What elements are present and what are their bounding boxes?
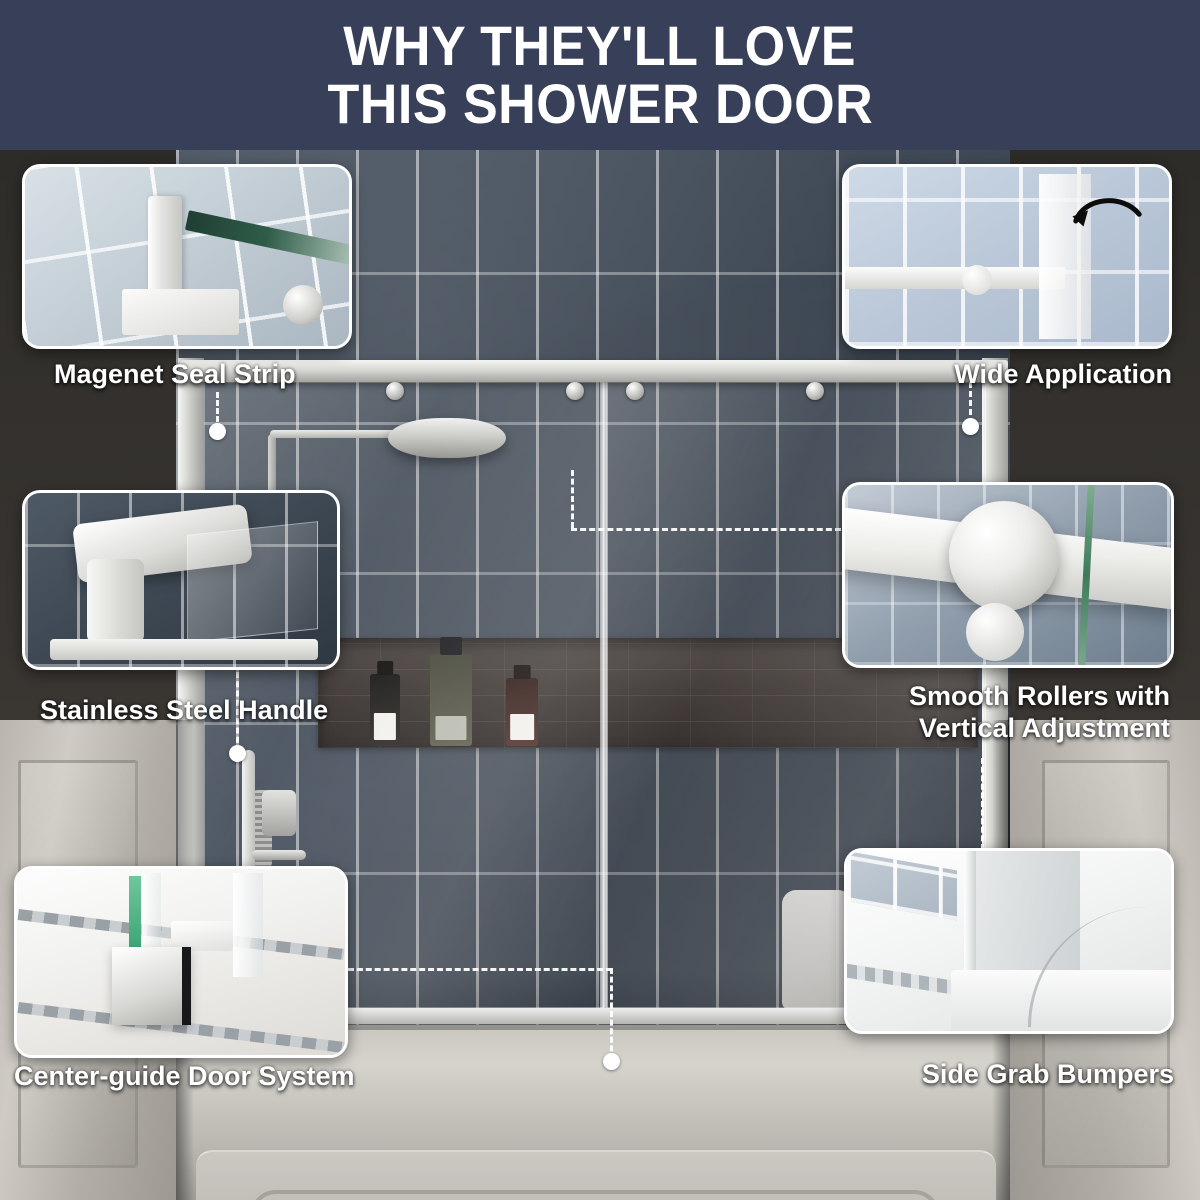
- feature-label-side-grab-bumpers: Side Grab Bumpers: [921, 1059, 1174, 1089]
- magnet-seal-strip-photo: [25, 167, 349, 346]
- leader-dot-center-guide: [603, 1053, 620, 1070]
- page-header: WHY THEY'LL LOVE THIS SHOWER DOOR: [0, 0, 1200, 150]
- roller-knob: [283, 284, 324, 325]
- callout-card-center-guide-system[interactable]: [14, 866, 348, 1058]
- glass-panel-clear: [141, 872, 162, 959]
- glass-green-edge: [128, 876, 141, 955]
- shower-head: [388, 418, 506, 458]
- toilet: [782, 890, 852, 1010]
- bottle-cap: [377, 661, 393, 675]
- callout-card-side-grab-bumpers[interactable]: [844, 848, 1174, 1034]
- seal-base-block: [122, 288, 239, 336]
- feature-label-magnet-seal-strip: Magenet Seal Strip: [54, 359, 296, 389]
- tub-spout: [252, 850, 306, 860]
- roller-wheel-lower: [965, 603, 1024, 662]
- top-rail: [180, 360, 1008, 382]
- handle-post: [87, 559, 144, 643]
- bottle-label: [373, 712, 397, 740]
- rail-knob: [961, 265, 992, 296]
- roller-dot: [386, 382, 404, 400]
- center-guide-block: [112, 947, 191, 1026]
- feature-label-stainless-steel-handle: Stainless Steel Handle: [40, 695, 329, 725]
- side-grab-bumpers-photo: [847, 851, 1171, 1031]
- bottle-cap: [513, 665, 531, 679]
- tile-wall-detail: [847, 851, 958, 921]
- callout-card-magnet-seal-strip[interactable]: [22, 164, 352, 349]
- roller-wheel: [949, 501, 1060, 612]
- leader-dot-magnet-seal-strip: [209, 423, 226, 440]
- stainless-steel-handle-photo: [25, 493, 337, 667]
- roller-dot: [806, 382, 824, 400]
- feature-label-smooth-rollers: Smooth Rollers with Vertical Adjustment: [908, 681, 1170, 743]
- leader-line-center-guide-vertical: [610, 968, 613, 1060]
- bottom-rail: [180, 1008, 1008, 1024]
- leader-line-smooth-rollers-horizontal: [571, 528, 841, 531]
- sill: [49, 639, 319, 661]
- leader-line-magnet-seal-strip: [216, 392, 219, 430]
- roller-dot: [566, 382, 584, 400]
- wide-application-photo: [845, 167, 1169, 346]
- leader-dot-wide-application: [962, 418, 979, 435]
- door-center-seam: [600, 382, 608, 1008]
- bottle-2: [430, 637, 472, 746]
- roller-dot: [626, 382, 644, 400]
- glass-edge: [184, 210, 349, 268]
- callout-card-smooth-rollers[interactable]: [842, 482, 1174, 668]
- bottle-3: [506, 665, 538, 746]
- header-title-line-2: THIS SHOWER DOOR: [327, 72, 873, 135]
- shower-arm: [270, 430, 430, 438]
- bathtub-inner-outline: [250, 1190, 940, 1200]
- glass-panel-rear: [233, 872, 263, 977]
- leader-dot-stainless-steel-handle: [229, 745, 246, 762]
- callout-card-stainless-steel-handle[interactable]: [22, 490, 340, 670]
- bottle-1: [370, 661, 400, 746]
- leader-line-smooth-rollers-vertical: [571, 470, 574, 528]
- feature-label-wide-application: Wide Application: [954, 359, 1172, 389]
- pivot-glass-panel: [1039, 174, 1092, 339]
- glass-panel: [187, 520, 319, 643]
- header-title-line-1: WHY THEY'LL LOVE: [343, 14, 857, 77]
- bottle-pump: [440, 637, 462, 655]
- feature-label-center-guide-system: Center-guide Door System: [14, 1061, 355, 1091]
- leader-line-center-guide-horizontal: [348, 968, 612, 971]
- bottle-label: [435, 716, 467, 740]
- center-guide-photo: [17, 869, 345, 1055]
- callout-card-wide-application[interactable]: [842, 164, 1172, 349]
- bottle-label: [510, 714, 534, 740]
- wall-rail: [845, 267, 1066, 290]
- shower-riser: [268, 434, 276, 500]
- smooth-rollers-photo: [845, 485, 1171, 665]
- leader-line-wide-application: [969, 382, 972, 424]
- shower-mixer: [262, 790, 296, 836]
- guide-bracket: [171, 921, 234, 951]
- pivot-arrow-icon: [1039, 192, 1169, 242]
- leader-line-stainless-steel-handle: [236, 672, 239, 752]
- bumper-post: [963, 851, 976, 985]
- leader-line-side-grab-bumpers: [981, 758, 984, 850]
